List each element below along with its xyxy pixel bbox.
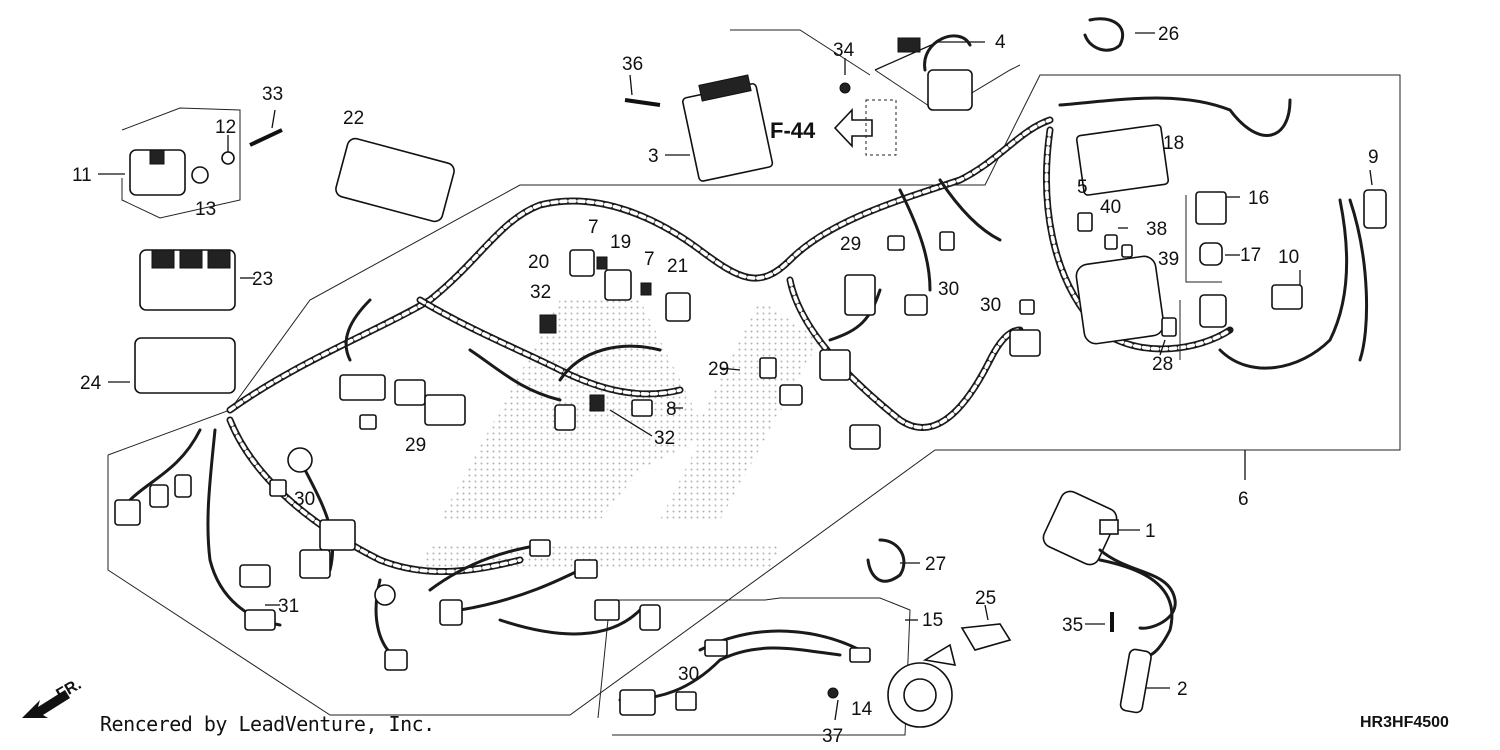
callout-30d: 30 bbox=[678, 664, 699, 685]
part-plug-cap bbox=[1119, 648, 1152, 714]
ref-label: F-44 bbox=[770, 118, 816, 143]
credit-text: Rencered by LeadVenture, Inc. bbox=[100, 712, 435, 736]
callout-28: 28 bbox=[1152, 354, 1173, 375]
callout-1: 1 bbox=[1145, 521, 1156, 542]
callout-6: 6 bbox=[1238, 489, 1249, 510]
callout-20: 20 bbox=[528, 252, 549, 273]
callout-12: 12 bbox=[215, 117, 236, 138]
part-cap-17 bbox=[1199, 242, 1223, 266]
secondary-wires bbox=[128, 96, 1369, 702]
honda-watermark bbox=[420, 300, 820, 570]
part-horn-14 bbox=[887, 643, 957, 728]
callout-18: 18 bbox=[1163, 133, 1184, 154]
callout-3: 3 bbox=[648, 146, 659, 167]
callout-22: 22 bbox=[343, 108, 364, 129]
callout-14: 14 bbox=[851, 699, 873, 720]
callout-17: 17 bbox=[1240, 245, 1261, 266]
callout-38: 38 bbox=[1146, 219, 1167, 240]
ref-arrow-f44: F-44 bbox=[770, 99, 897, 156]
part-fuse-box-23 bbox=[139, 249, 236, 311]
callout-19: 19 bbox=[610, 232, 631, 253]
callout-15: 15 bbox=[922, 610, 943, 631]
callout-16: 16 bbox=[1248, 188, 1269, 209]
callout-2: 2 bbox=[1177, 679, 1188, 700]
part-starter-relay-11 bbox=[129, 149, 235, 196]
part-fuse-block bbox=[1075, 255, 1165, 345]
callout-40: 40 bbox=[1100, 197, 1121, 218]
callout-30b: 30 bbox=[980, 295, 1001, 316]
callout-7a: 7 bbox=[588, 217, 599, 238]
callout-29b: 29 bbox=[708, 359, 729, 380]
part-bolt-34 bbox=[839, 82, 851, 94]
callout-13: 13 bbox=[195, 199, 216, 220]
part-sub-harness-15 bbox=[619, 639, 871, 716]
part-fuse-cover-24 bbox=[134, 337, 236, 394]
callout-24: 24 bbox=[80, 373, 102, 394]
callout-8: 8 bbox=[666, 399, 677, 420]
callout-numbers: 1 2 3 4 5 6 7 7 8 9 10 11 12 13 14 15 16… bbox=[72, 24, 1379, 747]
part-connectors bbox=[114, 212, 1227, 711]
callout-34: 34 bbox=[833, 40, 855, 61]
part-sensor-9 bbox=[1363, 189, 1387, 229]
part-bracket-25 bbox=[960, 623, 1012, 651]
part-bolt-37 bbox=[827, 687, 839, 699]
part-band-27 bbox=[866, 538, 906, 583]
part-sensor-10 bbox=[1271, 284, 1303, 310]
part-cover-22 bbox=[335, 137, 455, 223]
callout-39: 39 bbox=[1158, 249, 1179, 270]
callout-32a: 32 bbox=[530, 282, 551, 303]
callout-23: 23 bbox=[252, 269, 273, 290]
main-harness bbox=[226, 116, 1234, 575]
callout-27: 27 bbox=[925, 554, 946, 575]
part-relay-16 bbox=[1195, 191, 1227, 225]
part-ignition-coil bbox=[1042, 490, 1177, 630]
callout-37: 37 bbox=[822, 726, 843, 747]
callout-25: 25 bbox=[975, 588, 996, 609]
part-relay-4 bbox=[897, 34, 973, 111]
callout-11: 11 bbox=[72, 165, 92, 186]
callout-29a: 29 bbox=[840, 234, 861, 255]
callout-30c: 30 bbox=[294, 489, 315, 510]
front-direction-arrow: FR. bbox=[22, 676, 84, 718]
diagram-code: HR3HF4500 bbox=[1360, 714, 1449, 731]
callout-7b: 7 bbox=[644, 249, 655, 270]
callout-21: 21 bbox=[667, 256, 688, 277]
callout-9: 9 bbox=[1368, 147, 1379, 168]
part-bolt-36 bbox=[624, 98, 661, 107]
callout-31: 31 bbox=[278, 596, 299, 617]
callout-36: 36 bbox=[622, 54, 643, 75]
callout-4: 4 bbox=[995, 32, 1006, 53]
part-band-26 bbox=[1083, 17, 1125, 52]
part-relays-19-20-21 bbox=[569, 249, 691, 322]
callout-35: 35 bbox=[1062, 615, 1083, 636]
callout-33: 33 bbox=[262, 84, 283, 105]
part-fuse-box-18 bbox=[1075, 124, 1170, 196]
part-bolt-33 bbox=[249, 128, 283, 147]
callout-32b: 32 bbox=[654, 428, 675, 449]
callout-10: 10 bbox=[1278, 247, 1299, 268]
callout-5: 5 bbox=[1077, 177, 1088, 198]
part-ecu-3 bbox=[682, 74, 774, 182]
callout-30a: 30 bbox=[938, 279, 959, 300]
callout-26: 26 bbox=[1158, 24, 1179, 45]
callout-29c: 29 bbox=[405, 435, 426, 456]
